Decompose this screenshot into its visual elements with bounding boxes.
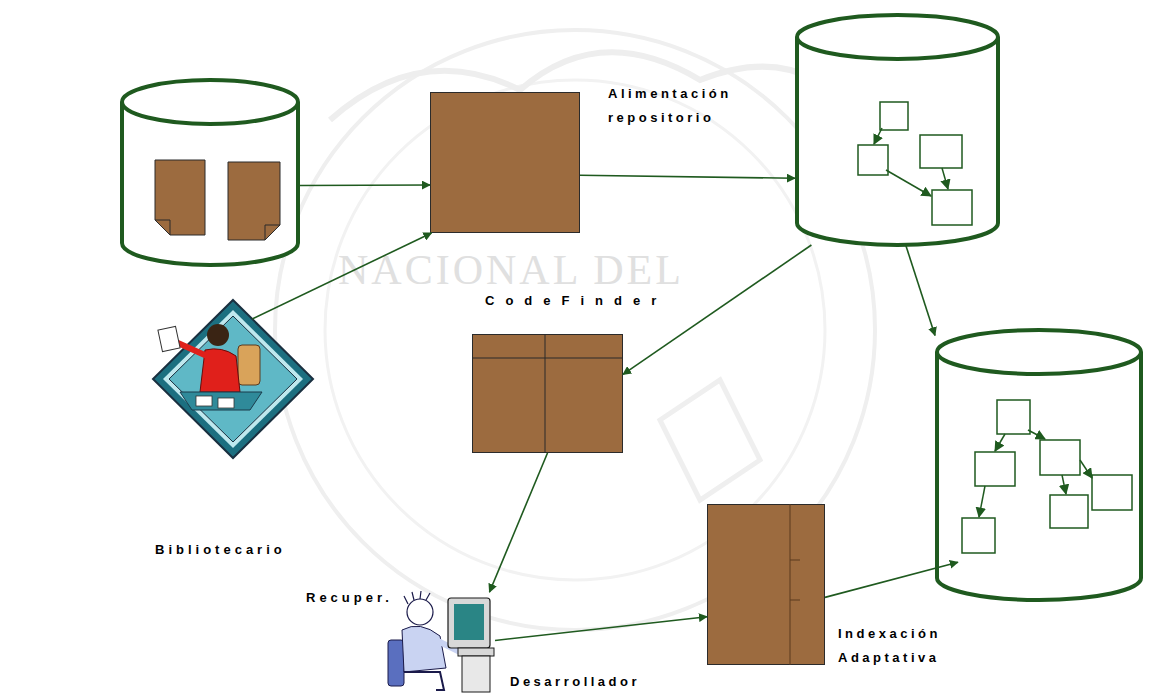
- actor-icon: Bibliotecario: [153, 300, 313, 458]
- graph-arrow: [874, 128, 882, 144]
- developer-figure: [388, 591, 494, 692]
- graph-square: [997, 400, 1030, 434]
- graph-arrow: [1062, 475, 1066, 494]
- graph-arrow: [995, 434, 1005, 451]
- flow-arrow: [825, 562, 958, 597]
- graph-square: [962, 518, 995, 553]
- node-label: Desarrollador: [510, 670, 640, 693]
- person-arm: [178, 343, 207, 356]
- keyboard: [458, 648, 494, 656]
- graph-arrow: [979, 486, 985, 517]
- box-mark: [790, 600, 800, 601]
- box-divider: [790, 504, 791, 665]
- flow-arrow: [300, 184, 430, 186]
- flow-arrow: [252, 233, 431, 319]
- cylinder-outline: [120, 80, 300, 265]
- seal-ornament: [330, 52, 860, 120]
- diamond-outline: [153, 300, 313, 458]
- paper: [218, 398, 234, 408]
- cylinder-body: [937, 330, 1141, 600]
- box-divider: [472, 358, 623, 359]
- cylinder-outline: [795, 15, 1000, 245]
- actor-icon: Desarrollador: [385, 590, 495, 693]
- desk: [462, 656, 490, 692]
- flow-arrow: [495, 617, 707, 641]
- graph-arrow: [942, 168, 948, 189]
- chair: [238, 345, 260, 385]
- edge-label: Recuper.: [306, 586, 446, 610]
- diamond-border: [153, 300, 313, 458]
- document-fold: [155, 220, 170, 235]
- diamond-band: [163, 310, 303, 448]
- graph-square: [1040, 440, 1080, 475]
- paper: [196, 396, 212, 406]
- document-icon: [155, 160, 205, 235]
- edge-label: Alimentación repositorio: [608, 82, 748, 130]
- person-arm: [436, 640, 460, 652]
- document-icon: [228, 162, 280, 240]
- monitor: [448, 598, 490, 648]
- cylinder-rim: [122, 102, 298, 124]
- graph-square: [858, 145, 888, 175]
- person-head: [407, 599, 433, 625]
- chair: [388, 640, 404, 686]
- graph-square: [975, 452, 1015, 486]
- person-body: [200, 349, 240, 392]
- watermark-text: NACIONAL DEL: [338, 246, 684, 294]
- process-box: [430, 92, 580, 233]
- cylinder-rim: [937, 352, 1141, 374]
- cylinder-body: [797, 15, 998, 245]
- cylinder-body: [122, 80, 298, 265]
- flow-arrow: [490, 453, 548, 592]
- database-cylinder: [120, 80, 300, 265]
- desk: [180, 392, 262, 410]
- graph-arrow: [1028, 430, 1045, 439]
- graph-square: [1092, 475, 1132, 510]
- diamond-fill: [169, 316, 297, 442]
- graph-square: [932, 190, 972, 225]
- process-box: [707, 504, 825, 665]
- box-divider: [545, 334, 546, 453]
- node-label: CodeFinder: [485, 289, 667, 313]
- flow-arrow: [580, 175, 795, 178]
- librarian-figure: [158, 324, 262, 410]
- repository-cylinder: [795, 15, 1000, 245]
- node-label: Bibliotecario: [155, 538, 286, 562]
- process-box: CodeFinder: [472, 334, 623, 453]
- cylinder-outline: [935, 330, 1143, 600]
- person-hair: [404, 591, 430, 604]
- graph-icon: [858, 102, 972, 225]
- seal-ornament: [660, 380, 760, 500]
- cylinder-rim: [797, 37, 998, 59]
- person-head: [207, 324, 229, 346]
- graph-square: [1050, 495, 1088, 528]
- graph-arrow: [886, 170, 931, 196]
- edge-label: Indexación Adaptativa: [838, 622, 968, 670]
- flow-arrow: [623, 245, 811, 374]
- graph-arrow: [1080, 460, 1092, 478]
- graph-icon: [962, 400, 1132, 553]
- graph-square: [920, 135, 962, 168]
- flow-arrow: [906, 245, 935, 335]
- document-fold: [265, 225, 280, 240]
- person-body: [402, 626, 446, 672]
- graph-square: [880, 102, 908, 130]
- monitor-screen: [454, 604, 484, 640]
- index-cylinder: [935, 330, 1143, 600]
- person-legs: [404, 672, 444, 690]
- paper: [158, 326, 180, 351]
- box-mark: [790, 560, 800, 561]
